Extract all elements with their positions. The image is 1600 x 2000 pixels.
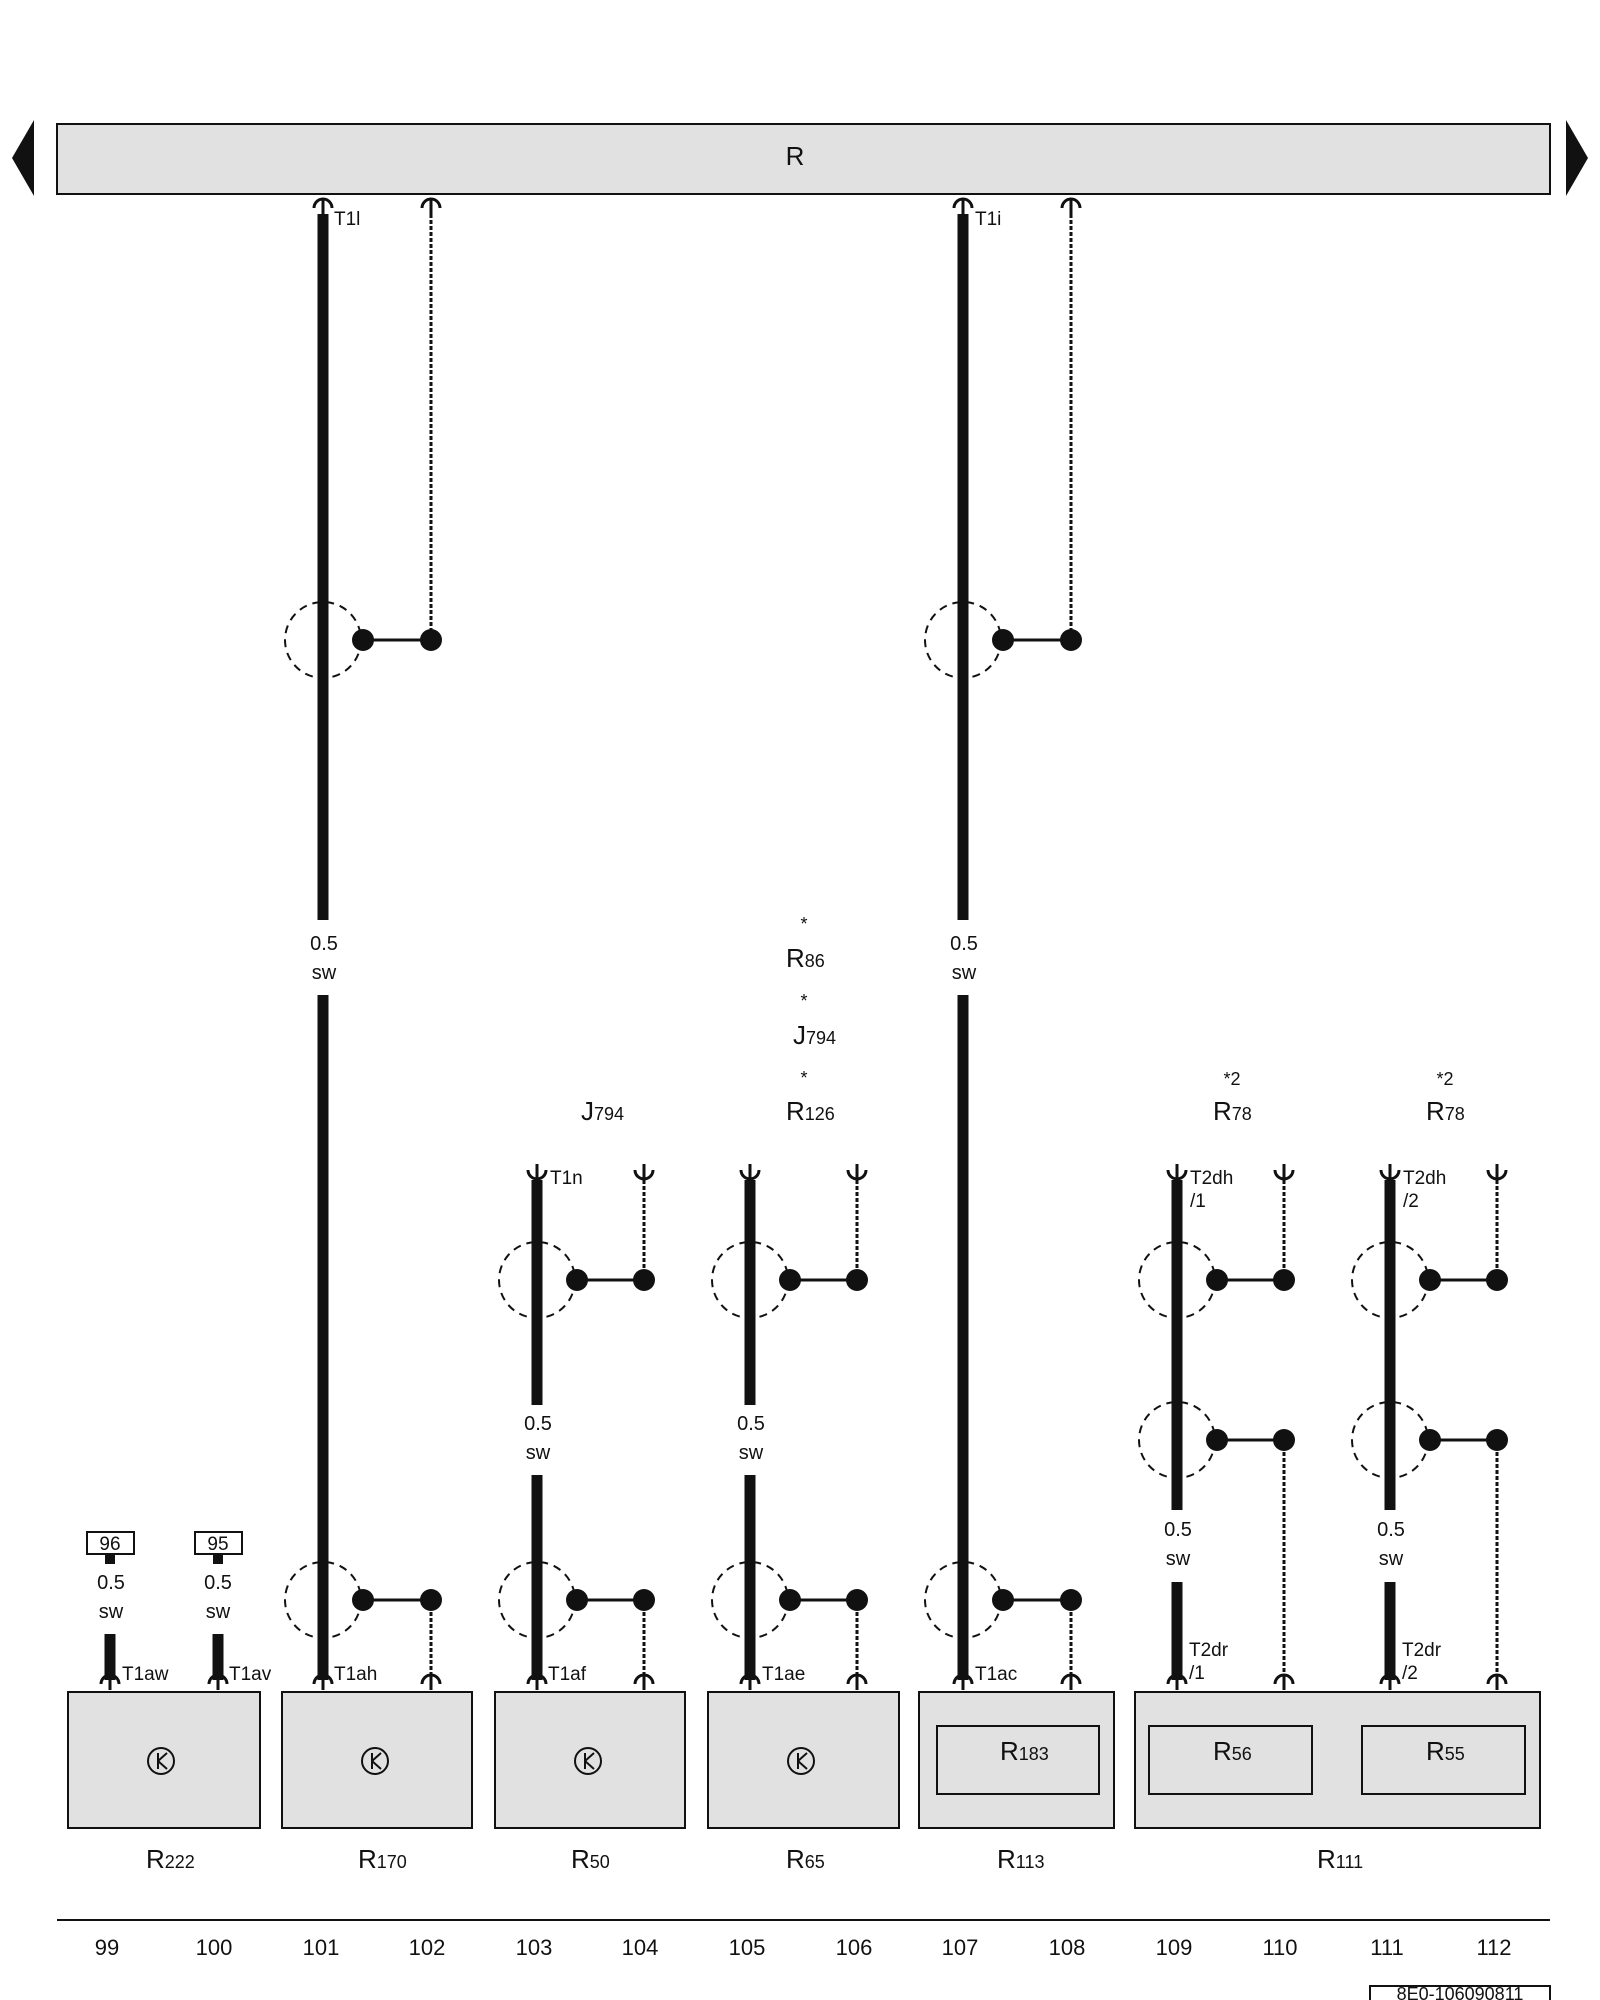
wire-size: 0.5 [524,1413,552,1435]
component-r222 [67,1691,261,1829]
wire-color: sw [99,1601,124,1623]
label-j794-mid: J794 [793,1020,836,1050]
right-arrow-icon [1566,120,1588,196]
component-r170 [281,1691,473,1829]
label-r78-a: R78 [1213,1096,1252,1126]
column-number: 107 [942,1935,979,1960]
wire-109: T2dh /1 0.5 sw [1138,1162,1295,1680]
wire-103: T1n 0.5 sw [498,1162,655,1680]
label-r222: R222 [146,1844,195,1874]
column-numbers: 99 100 101 102 103 104 105 106 107 108 1… [95,1935,1512,1960]
wire-111: T2dh /2 0.5 sw [1351,1162,1508,1680]
column-number: 112 [1476,1935,1511,1960]
star-r86: * [800,914,807,934]
left-arrow-icon [12,120,34,196]
wire-size: 0.5 [310,933,338,955]
column-number: 106 [836,1935,873,1960]
pin-t1ae: T1ae [762,1664,805,1685]
label-j794-left: J794 [581,1096,624,1126]
wire-color: sw [1166,1548,1191,1570]
bus-r [56,123,1551,195]
star-r78-b: *2 [1436,1069,1453,1089]
pin-t2dh-sub: /1 [1190,1191,1206,1212]
label-r86: R86 [786,943,825,973]
pin-t1af: T1af [548,1664,587,1685]
wire-color: sw [206,1601,231,1623]
pin-t2dr: T2dr [1402,1640,1442,1661]
column-number: 100 [196,1935,233,1960]
wire-size: 0.5 [97,1572,125,1594]
wire-color: sw [739,1442,764,1464]
pin-t2dr-sub: /1 [1189,1663,1205,1684]
star-r126: * [800,1068,807,1088]
component-r111 [1134,1691,1541,1829]
ref-95: 95 0.5 sw T1av [194,1531,272,1685]
ref-96: 96 0.5 sw T1aw [86,1531,169,1685]
column-number: 104 [622,1935,659,1960]
component-r65 [707,1691,900,1829]
wire-105: 0.5 sw [711,1162,868,1680]
wire-color: sw [952,962,977,984]
column-number: 111 [1370,1935,1403,1960]
pin-t1l: T1l [334,209,360,230]
wire-size: 0.5 [737,1413,765,1435]
wire-size: 0.5 [950,933,978,955]
label-r55: R55 [1426,1736,1465,1766]
star-r78-a: *2 [1223,1069,1240,1089]
pin-t1n: T1n [550,1168,583,1189]
column-number: 109 [1156,1935,1193,1960]
wire-size: 0.5 [1164,1519,1192,1541]
component-r50 [494,1691,686,1829]
wire-101: T1l 0.5 sw [284,196,442,1680]
pin-t2dr-sub: /2 [1402,1663,1418,1684]
column-number: 105 [729,1935,766,1960]
wire-107: T1i 0.5 sw [924,196,1082,1680]
label-r113: R113 [997,1844,1044,1874]
star-j794: * [800,991,807,1011]
pin-t1ac: T1ac [975,1664,1017,1685]
ref-box-label: 95 [207,1534,228,1555]
ref-box-label: 96 [99,1534,120,1555]
label-r65: R65 [786,1844,825,1874]
label-r50: R50 [571,1844,610,1874]
pin-t1i: T1i [975,209,1001,230]
column-number: 108 [1049,1935,1086,1960]
wire-size: 0.5 [1377,1519,1405,1541]
label-r78-b: R78 [1426,1096,1465,1126]
wire-color: sw [1379,1548,1404,1570]
column-number: 110 [1262,1935,1297,1960]
pin-t1aw: T1aw [122,1664,169,1685]
pin-t1ah: T1ah [334,1664,377,1685]
label-r170: R170 [358,1844,407,1874]
pin-t2dh: T2dh [1190,1168,1233,1189]
label-r56: R56 [1213,1736,1252,1766]
column-number: 102 [409,1935,446,1960]
pin-t2dh: T2dh [1403,1168,1446,1189]
wire-color: sw [312,962,337,984]
label-r183: R183 [1000,1736,1049,1766]
pin-t1av: T1av [229,1664,272,1685]
wire-color: sw [526,1442,551,1464]
column-number: 103 [516,1935,553,1960]
pin-t2dr: T2dr [1189,1640,1229,1661]
wire-size: 0.5 [204,1572,232,1594]
column-number: 101 [303,1935,340,1960]
doc-id: 8E0-106090811 [1397,1984,1524,2000]
label-r111: R111 [1317,1844,1363,1874]
doc-id-box [1369,1985,1551,2000]
pin-t2dh-sub: /2 [1403,1191,1419,1212]
splice-row [284,1561,1082,1678]
bus-label: R [786,141,805,171]
label-r126: R126 [786,1096,835,1126]
component-r113 [918,1691,1115,1829]
column-number: 99 [95,1935,119,1960]
